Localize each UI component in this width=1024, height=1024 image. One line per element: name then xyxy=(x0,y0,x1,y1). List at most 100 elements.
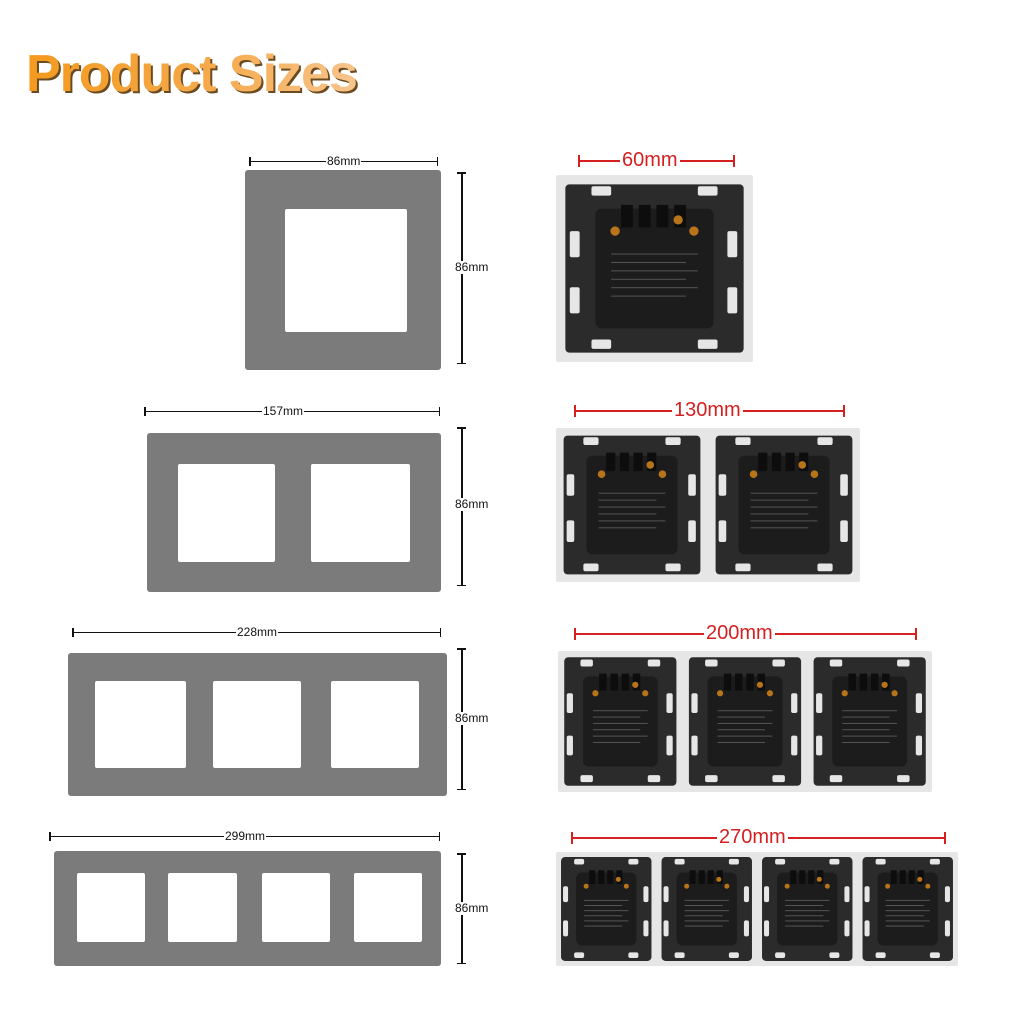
frame-height-label: 86mm xyxy=(454,497,490,511)
terminal-screw xyxy=(841,690,848,697)
mounting-slot xyxy=(566,735,573,756)
spec-text-line xyxy=(598,492,666,494)
terminal xyxy=(746,673,754,691)
mounting-slot xyxy=(897,775,910,783)
mounting-slot xyxy=(580,775,593,783)
mounting-slot xyxy=(772,659,785,667)
mounting-slot xyxy=(764,920,770,937)
mounting-slot xyxy=(816,693,823,714)
spec-text-line xyxy=(611,253,698,255)
spec-text-line xyxy=(785,899,830,901)
terminal-screw xyxy=(766,690,774,697)
module-body xyxy=(707,676,783,767)
spec-text-line xyxy=(717,729,765,731)
spec-text-line xyxy=(684,915,723,917)
module-body xyxy=(676,872,737,946)
mounting-slot xyxy=(743,886,749,903)
mounting-slot xyxy=(566,474,575,496)
spec-text-line xyxy=(785,925,824,927)
spec-text-line xyxy=(598,506,666,508)
mounting-slot xyxy=(705,775,718,783)
spec-text-line xyxy=(592,716,641,718)
spec-text-line xyxy=(842,710,898,712)
terminal xyxy=(610,673,618,691)
switch-module-image xyxy=(556,852,958,966)
terminal xyxy=(698,870,705,884)
terminal xyxy=(808,870,815,884)
mounting-slot xyxy=(743,920,749,937)
frame-window xyxy=(354,873,422,942)
terminal xyxy=(859,673,868,691)
terminal xyxy=(908,870,915,884)
spec-text-line xyxy=(598,499,657,501)
mounting-slot xyxy=(647,659,661,667)
module-body xyxy=(576,872,637,946)
frame-3-gang xyxy=(68,653,447,796)
mounting-slot xyxy=(643,886,649,903)
mounting-slot xyxy=(829,952,840,959)
terminal-screw xyxy=(592,690,599,697)
terminal-screw xyxy=(810,470,819,478)
spec-text-line xyxy=(717,716,765,718)
module-mounting-plate xyxy=(556,852,958,966)
spec-text-line xyxy=(584,905,623,907)
spec-text-line xyxy=(684,920,729,922)
terminal xyxy=(633,452,643,472)
module-body xyxy=(777,872,838,946)
terminal xyxy=(848,673,856,691)
mounting-slot xyxy=(727,231,738,258)
terminal-screw xyxy=(610,226,620,236)
spec-text-line xyxy=(842,735,898,737)
spec-text-line xyxy=(592,722,648,724)
spec-text-line xyxy=(684,899,729,901)
mounting-slot xyxy=(775,858,786,865)
mounting-slot xyxy=(666,693,673,714)
frame-window xyxy=(178,464,275,562)
terminal xyxy=(723,673,732,691)
spec-text-line xyxy=(750,520,818,522)
mounting-slot xyxy=(574,952,585,959)
terminal-screw xyxy=(891,690,898,697)
frame-window xyxy=(262,873,330,942)
spec-text-line xyxy=(750,527,809,529)
mounting-slot xyxy=(647,775,661,783)
mounting-slot xyxy=(566,693,573,714)
spec-text-line xyxy=(717,710,773,712)
terminal xyxy=(619,452,629,472)
terminal xyxy=(899,870,906,884)
mounting-slot xyxy=(691,693,698,714)
spec-text-line xyxy=(842,716,890,718)
terminal xyxy=(689,870,696,884)
frame-window xyxy=(77,873,145,942)
terminal-screw xyxy=(749,470,758,478)
module-body xyxy=(586,455,678,555)
spec-text-line xyxy=(785,915,824,917)
terminal-screw xyxy=(623,883,629,889)
switch-module-image xyxy=(556,175,753,362)
terminal xyxy=(589,870,596,884)
module-width-label: 60mm xyxy=(620,149,680,171)
module-width-label: 200mm xyxy=(704,622,775,644)
terminal xyxy=(607,870,614,884)
mounting-slot xyxy=(674,952,685,959)
mounting-slot xyxy=(929,952,940,959)
module-body xyxy=(738,455,830,555)
mounting-slot xyxy=(772,775,785,783)
mounting-slot xyxy=(829,659,843,667)
spec-text-line xyxy=(598,520,666,522)
spec-text-line xyxy=(785,905,824,907)
terminal-screw xyxy=(917,876,923,882)
terminal-screw xyxy=(798,461,807,469)
mounting-slot xyxy=(705,659,718,667)
spec-text-line xyxy=(584,910,629,912)
switch-module xyxy=(688,657,802,786)
mounting-slot xyxy=(840,520,848,542)
terminal-screw xyxy=(824,883,830,889)
spec-text-line xyxy=(885,925,924,927)
switch-module-image xyxy=(558,651,932,792)
switch-module xyxy=(862,857,953,961)
mounting-slot xyxy=(915,735,923,756)
switch-module xyxy=(762,857,853,961)
module-body xyxy=(832,676,908,767)
mounting-slot xyxy=(864,886,870,903)
